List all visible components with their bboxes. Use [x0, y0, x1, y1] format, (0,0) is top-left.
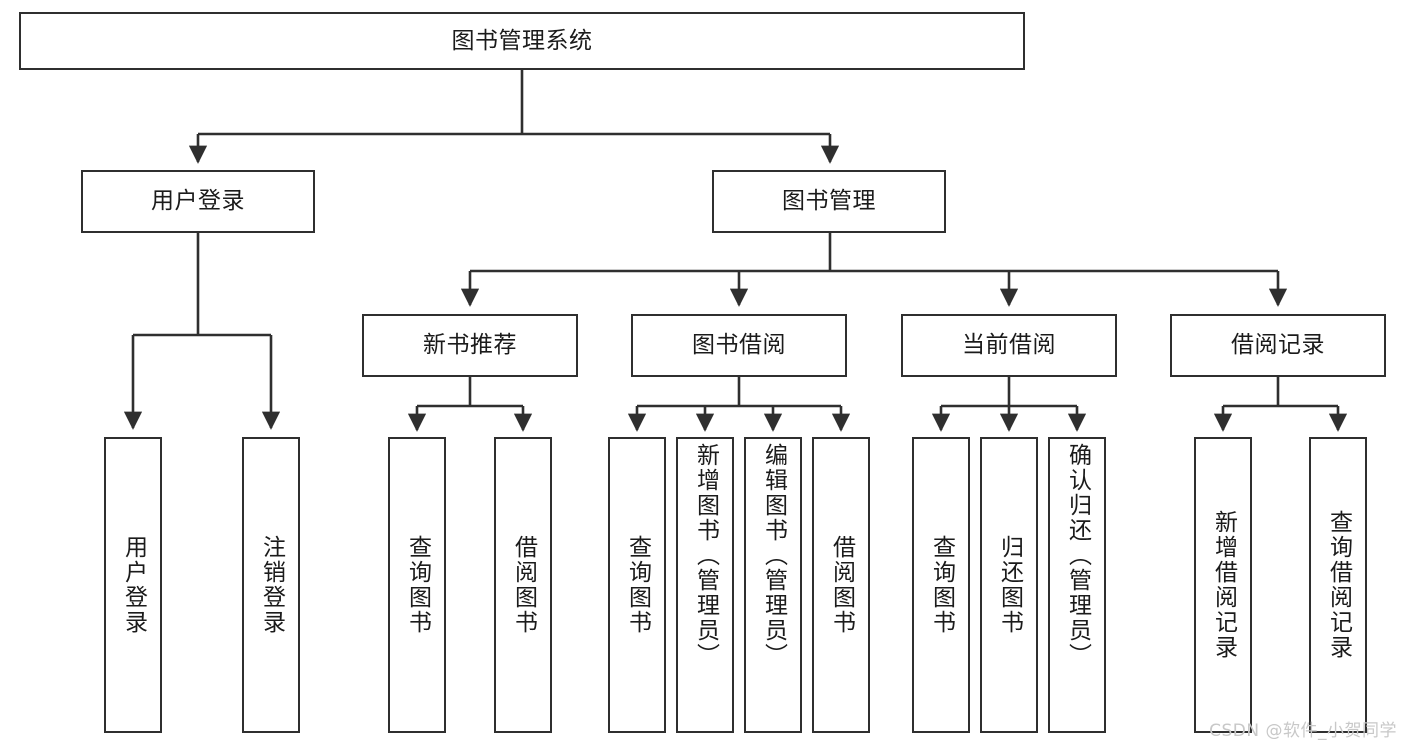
node-label: 新增借阅记录	[1210, 510, 1237, 660]
leaf-new-book-borrow[interactable]: 借阅图书	[494, 437, 552, 733]
node-label: 新书推荐	[423, 332, 517, 359]
node-label: 图书管理	[782, 188, 876, 215]
node-label: 查询借阅记录	[1325, 510, 1352, 660]
node-label: 用户登录	[151, 188, 245, 215]
node-label: 用户登录	[120, 535, 147, 635]
node-label: 借阅记录	[1231, 332, 1325, 359]
leaf-user-login-logout[interactable]: 注销登录	[242, 437, 300, 733]
leaf-current-borrow-query[interactable]: 查询图书	[912, 437, 970, 733]
node-user-login[interactable]: 用户登录	[81, 170, 315, 233]
node-current-borrow[interactable]: 当前借阅	[901, 314, 1117, 377]
node-label: 注销登录	[258, 535, 285, 635]
node-label: 查询图书	[928, 535, 955, 635]
leaf-user-login-login[interactable]: 用户登录	[104, 437, 162, 733]
node-label: 当前借阅	[962, 332, 1056, 359]
leaf-borrow-record-add[interactable]: 新增借阅记录	[1194, 437, 1252, 733]
node-label: 归还图书	[996, 535, 1023, 635]
csdn-watermark: CSDN @软件_小贺同学	[1209, 721, 1397, 741]
leaf-borrow-record-query[interactable]: 查询借阅记录	[1309, 437, 1367, 733]
node-label: 借阅图书	[828, 535, 855, 635]
node-label: 图书管理系统	[451, 27, 593, 54]
leaf-current-borrow-confirm-return[interactable]: 确认归还（管理员）	[1048, 437, 1106, 733]
leaf-book-borrow-borrow[interactable]: 借阅图书	[812, 437, 870, 733]
leaf-book-borrow-query[interactable]: 查询图书	[608, 437, 666, 733]
node-label: 确认归还（管理员）	[1064, 443, 1091, 668]
node-book-borrow[interactable]: 图书借阅	[631, 314, 847, 377]
node-label: 编辑图书（管理员）	[760, 443, 787, 668]
node-borrow-record[interactable]: 借阅记录	[1170, 314, 1386, 377]
node-label: 查询图书	[404, 535, 431, 635]
node-book-management[interactable]: 图书管理	[712, 170, 946, 233]
leaf-book-borrow-add[interactable]: 新增图书（管理员）	[676, 437, 734, 733]
leaf-current-borrow-return[interactable]: 归还图书	[980, 437, 1038, 733]
node-label: 查询图书	[624, 535, 651, 635]
node-new-book-recommend[interactable]: 新书推荐	[362, 314, 578, 377]
leaf-book-borrow-edit[interactable]: 编辑图书（管理员）	[744, 437, 802, 733]
node-label: 新增图书（管理员）	[692, 443, 719, 668]
node-label: 图书借阅	[692, 332, 786, 359]
node-label: 借阅图书	[510, 535, 537, 635]
leaf-new-book-query[interactable]: 查询图书	[388, 437, 446, 733]
node-root-system[interactable]: 图书管理系统	[19, 12, 1025, 70]
